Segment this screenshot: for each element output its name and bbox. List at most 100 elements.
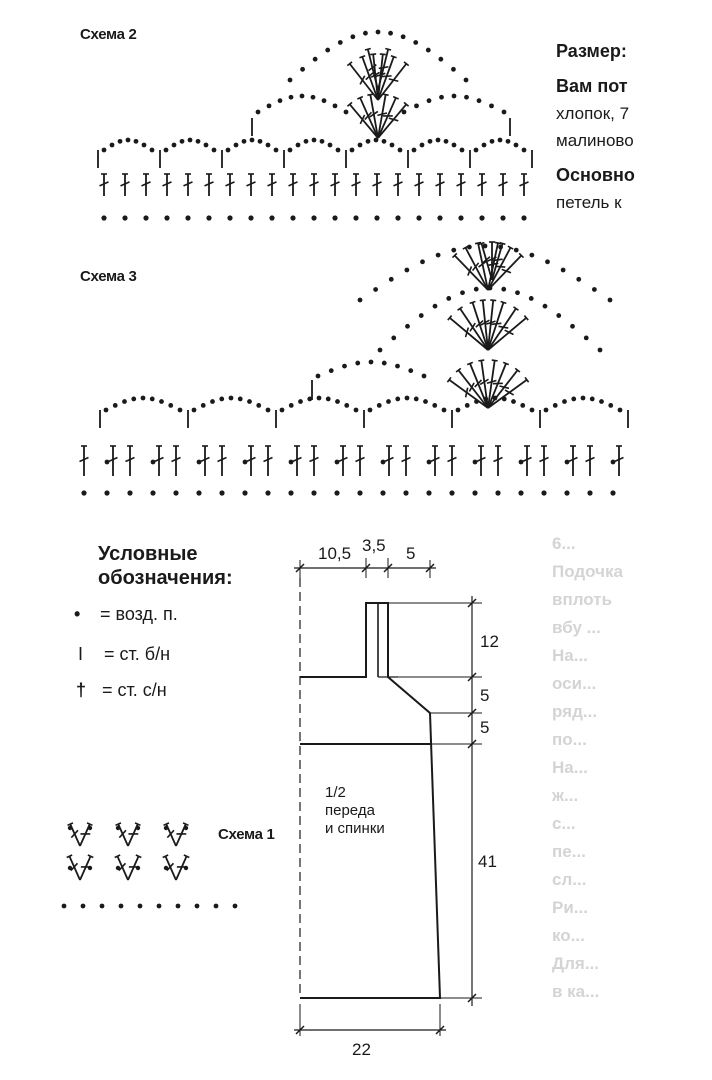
chain-stitch-dot xyxy=(446,296,452,301)
chain-stitch-dot xyxy=(343,109,349,115)
double-crochet-bar xyxy=(464,387,469,398)
double-crochet-top xyxy=(390,54,397,59)
double-crochet-top xyxy=(134,822,141,827)
chain-stitch-dot xyxy=(357,490,363,496)
double-crochet-top xyxy=(447,315,453,321)
double-crochet-bar xyxy=(267,181,277,187)
side-text-main: Основно xyxy=(556,165,635,185)
double-crochet-top xyxy=(455,367,462,373)
chain-stitch-dot xyxy=(295,142,301,148)
chain-stitch-dot xyxy=(210,399,215,404)
chain-stitch-dot xyxy=(388,276,394,282)
double-crochet-stem xyxy=(361,56,379,101)
chain-stitch-dot xyxy=(311,215,317,221)
double-crochet-bar xyxy=(70,829,79,839)
faded-text-line: ж... xyxy=(552,786,579,805)
chain-stitch-dot xyxy=(416,215,422,221)
side-text-cotton: хлопок, 7 xyxy=(556,104,630,123)
double-crochet-bar xyxy=(435,181,445,187)
double-crochet-bar xyxy=(384,456,394,463)
double-crochet-bar xyxy=(414,181,424,187)
chain-stitch-dot xyxy=(194,903,200,909)
double-crochet-stem xyxy=(377,94,387,139)
chain-stitch-dot xyxy=(163,825,169,831)
chain-stitch-dot xyxy=(332,103,338,109)
schema-2-label: Схема 2 xyxy=(80,26,137,43)
double-crochet-bar xyxy=(388,78,399,83)
chain-stitch-dot xyxy=(542,303,548,309)
double-crochet-bar xyxy=(369,110,379,118)
single-crochet-icon: I xyxy=(78,644,84,664)
chain-stitch-dot xyxy=(377,347,383,353)
double-crochet-stem xyxy=(487,242,499,291)
chain-stitch-dot xyxy=(427,138,433,144)
chain-stitch-dot xyxy=(481,142,487,148)
chain-stitch-dot xyxy=(125,137,131,143)
double-crochet-bar xyxy=(499,385,510,390)
faded-text-line: На... xyxy=(552,646,588,665)
chain-stitch-dot xyxy=(414,103,419,109)
chain-stitch-dot xyxy=(248,215,254,221)
chain-stitch-dot xyxy=(408,368,414,374)
chain-stitch-dot xyxy=(61,903,67,909)
double-crochet-top xyxy=(392,95,399,100)
double-crochet-bar xyxy=(118,862,127,872)
double-crochet-bar xyxy=(456,181,466,187)
double-crochet-stem xyxy=(487,247,512,291)
double-crochet-bar xyxy=(246,181,256,187)
double-crochet-bar xyxy=(522,456,532,463)
chain-stitch-dot xyxy=(451,247,457,253)
chain-stitch-dot xyxy=(163,147,169,153)
chain-stitch-dot xyxy=(397,147,403,153)
double-crochet-stem xyxy=(487,379,528,409)
chain-stitch-dot xyxy=(357,142,363,148)
side-text-crimson: малиново xyxy=(556,131,634,150)
double-crochet-bar xyxy=(501,268,512,274)
double-crochet-bar xyxy=(475,319,484,328)
chain-stitch-dot xyxy=(337,40,343,45)
side-text-block: Размер: Вам пот хлопок, 7 малиново Основ… xyxy=(556,38,712,216)
chain-dot-icon: • xyxy=(74,604,81,624)
chain-stitch-dot xyxy=(255,109,261,115)
double-crochet-bar xyxy=(481,256,491,264)
chain-stitch-dot xyxy=(552,403,558,408)
double-crochet-top xyxy=(183,854,190,859)
double-crochet-stem xyxy=(487,308,517,351)
chain-stitch-dot xyxy=(310,94,316,100)
chain-stitch-dot xyxy=(225,147,231,153)
double-crochet-icon: † xyxy=(76,680,87,700)
double-crochet-bar xyxy=(292,456,302,463)
double-crochet-stem xyxy=(491,243,504,281)
double-crochet-bar xyxy=(309,181,319,187)
chain-stitch-dot xyxy=(87,865,93,871)
chain-stitch-dot xyxy=(413,40,419,45)
double-crochet-stem xyxy=(471,302,489,351)
chain-stitch-dot xyxy=(597,347,603,353)
double-crochet-stem xyxy=(487,300,495,351)
double-crochet-top xyxy=(403,61,410,67)
chain-stitch-dot xyxy=(328,368,334,374)
chain-stitch-dot xyxy=(482,243,488,249)
chain-stitch-dot xyxy=(344,403,350,408)
double-crochet-top xyxy=(346,101,353,107)
double-crochet-bar xyxy=(480,319,490,326)
double-crochet-bar xyxy=(365,72,374,81)
chain-stitch-dot xyxy=(570,323,575,329)
chain-stitch-dot xyxy=(464,403,470,408)
chain-stitch-dot xyxy=(529,407,535,413)
chain-stitch-dot xyxy=(112,403,118,408)
chain-stitch-dot xyxy=(404,395,410,401)
chain-stitch-dot xyxy=(432,303,438,309)
double-crochet-top xyxy=(514,367,521,373)
legend-item-dc: † = ст. с/н xyxy=(76,680,167,701)
chain-stitch-dot xyxy=(449,490,455,496)
double-crochet-bar xyxy=(125,456,135,463)
chain-stitch-dot xyxy=(127,490,133,496)
chain-stitch-dot xyxy=(122,399,127,404)
chain-stitch-dot xyxy=(599,399,604,404)
chain-stitch-dot xyxy=(466,244,472,250)
chain-stitch-dot xyxy=(423,399,428,404)
chain-stitch-dot xyxy=(513,142,519,148)
